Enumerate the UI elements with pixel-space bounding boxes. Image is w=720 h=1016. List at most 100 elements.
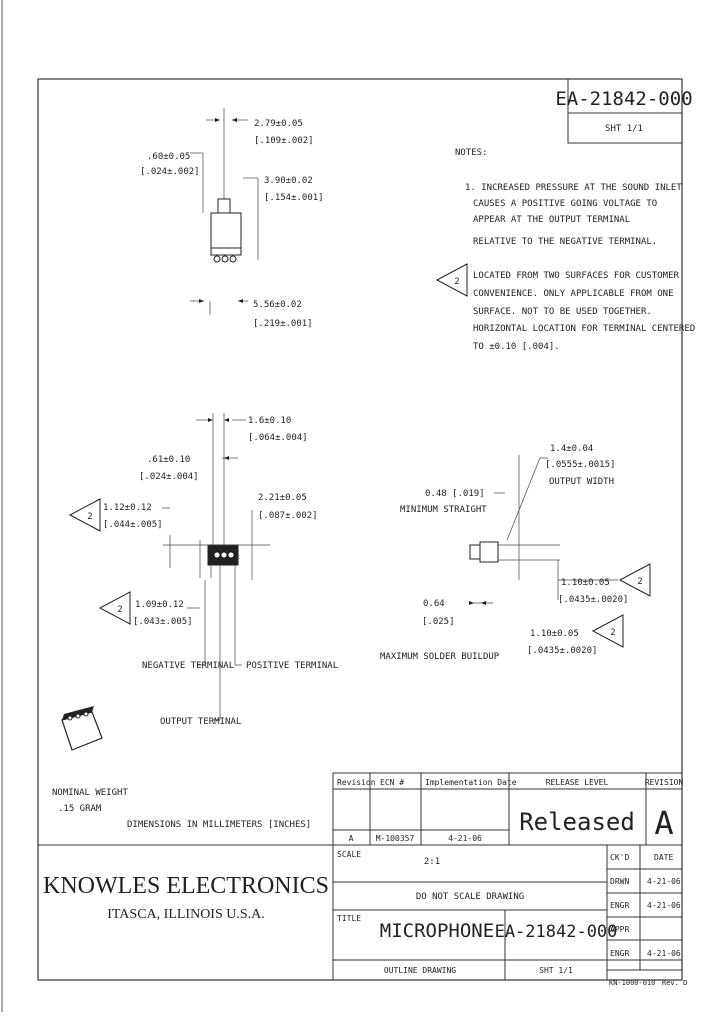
- rev-col-release: RELEASE LEVEL: [546, 778, 609, 787]
- negative-terminal-label: NEGATIVE TERMINAL: [142, 661, 234, 671]
- end-flag-1-number: 2: [637, 577, 642, 587]
- weight-line1: NOMINAL WEIGHT: [52, 788, 128, 798]
- signoff-role-4: APPR: [610, 925, 629, 934]
- signoff-role-1: CK'D: [610, 853, 629, 862]
- end-dim-a-in: [.0555±.0015]: [545, 460, 615, 470]
- note2-flag-triangle: [435, 263, 468, 297]
- end-dim-a: 1.4±0.04: [550, 444, 593, 454]
- title-label: TITLE: [337, 914, 361, 923]
- drawing-subtitle: OUTLINE DRAWING: [384, 966, 456, 975]
- drawing-number-box: EA-21842-000 SHT 1/1: [555, 78, 693, 144]
- top-view-body: [210, 212, 242, 249]
- end-dim-c: 0.64: [423, 599, 445, 609]
- end-flag-2-number: 2: [610, 628, 615, 638]
- end-view: 2 2 1.4±0.04 [.0555±.0015] OUTPUT WIDTH …: [380, 444, 651, 662]
- units-note: DIMENSIONS IN MILLIMETERS [INCHES]: [127, 820, 311, 830]
- drawing-title: MICROPHONE: [380, 920, 494, 942]
- sheet-number: SHT 1/1: [605, 124, 643, 134]
- sheet-border: [37, 78, 683, 981]
- end-dim-c-in: [.025]: [422, 617, 455, 627]
- end-dim-c-note: MAXIMUM SOLDER BUILDUP: [380, 652, 500, 662]
- rev-col-date: Implementation Date: [425, 778, 517, 787]
- side-dim-c-in: [.044±.005]: [103, 520, 163, 530]
- note1-line4: RELATIVE TO THE NEGATIVE TERMINAL.: [473, 237, 657, 247]
- title-drawing-number: EA-21842-000: [495, 922, 618, 942]
- side-flag-1-number: 2: [87, 512, 92, 522]
- rev-col-ecn: ECN #: [380, 778, 404, 787]
- title-block: KNOWLES ELECTRONICS ITASCA, ILLINOIS U.S…: [38, 844, 687, 987]
- title-sheet-number: SHT 1/1: [539, 966, 573, 975]
- company-location: ITASCA, ILLINOIS U.S.A.: [107, 907, 265, 922]
- top-dim-d-in: [.219±.001]: [253, 319, 313, 329]
- isometric-sketch: [61, 706, 103, 751]
- scale-value: 2:1: [424, 857, 440, 867]
- note1-line3: APPEAR AT THE OUTPUT TERMINAL: [473, 215, 630, 225]
- end-dim-e-in: [.0435±.0020]: [527, 646, 597, 656]
- side-dim-b: .61±0.10: [147, 455, 190, 465]
- side-flag-2-number: 2: [117, 605, 122, 615]
- note2-flag-number: 2: [454, 277, 459, 287]
- top-dim-c-in: [.154±.001]: [264, 193, 324, 203]
- side-dim-d-in: [.087±.002]: [258, 511, 318, 521]
- signoff-date-5: 4-21-06: [647, 949, 681, 958]
- notes-heading: NOTES:: [455, 148, 488, 158]
- signoff-date-label-1: DATE: [654, 853, 673, 862]
- signoff-role-5: ENGR: [610, 949, 629, 958]
- rev-col-revision: Revision: [337, 778, 376, 787]
- note1-line2: CAUSES A POSITIVE GOING VOLTAGE TO: [473, 199, 657, 209]
- weight-line2: .15 GRAM: [58, 804, 102, 814]
- top-dim-b-in: [.024±.002]: [140, 167, 200, 177]
- side-dim-d: 2.21±0.05: [258, 493, 307, 503]
- top-dim-a-in: [.109±.002]: [254, 136, 314, 146]
- side-dim-b-in: [.024±.004]: [139, 472, 199, 482]
- form-number: KN-1000-010: [609, 979, 655, 987]
- scale-label: SCALE: [337, 850, 361, 859]
- do-not-scale: DO NOT SCALE DRAWING: [416, 892, 524, 902]
- end-flag-1: [618, 563, 651, 597]
- signoff-role-2: DRWN: [610, 877, 629, 886]
- revision-letter: A: [654, 804, 673, 842]
- form-revision: Rev. D: [662, 979, 687, 987]
- end-dim-e: 1.10±0.05: [530, 629, 579, 639]
- end-flag-2: [591, 614, 624, 648]
- output-terminal-label: OUTPUT TERMINAL: [160, 717, 241, 727]
- side-flag-2: [98, 591, 131, 625]
- rev-row-ecn: M-100357: [376, 834, 415, 843]
- top-dim-c: 3.90±0.02: [264, 176, 313, 186]
- notes-block: NOTES: 1. INCREASED PRESSURE AT THE SOUN…: [435, 148, 695, 352]
- rev-col-rev: REVISION: [645, 778, 684, 787]
- top-dim-a: 2.79±0.05: [254, 119, 303, 129]
- positive-terminal-label: POSITIVE TERMINAL: [246, 661, 338, 671]
- top-dim-d: 5.56±0.02: [253, 300, 302, 310]
- note2-line1: LOCATED FROM TWO SURFACES FOR CUSTOMER: [473, 271, 679, 281]
- top-dim-b: .60±0.05: [147, 152, 190, 162]
- side-view: 2 2 1.6±0.10 [.064±.004] .61±0.10 [.024±…: [68, 413, 338, 727]
- release-status: Released: [519, 808, 635, 836]
- note1-line1: 1. INCREASED PRESSURE AT THE SOUND INLET: [465, 183, 682, 193]
- side-dim-c: 1.12±0.12: [103, 503, 152, 513]
- signoff-role-3: ENGR: [610, 901, 629, 910]
- drawing-number: EA-21842-000: [555, 88, 692, 110]
- end-dim-a-note: OUTPUT WIDTH: [549, 477, 614, 487]
- rev-row-date: 4-21-06: [448, 834, 482, 843]
- signoff-date-2: 4-21-06: [647, 877, 681, 886]
- side-dim-e-in: [.043±.005]: [133, 617, 193, 627]
- company-name: KNOWLES ELECTRONICS: [43, 873, 329, 899]
- end-dim-b-note: MINIMUM STRAIGHT: [400, 505, 487, 515]
- side-dim-e: 1.09±0.12: [135, 600, 184, 610]
- end-dim-d-in: [.0435±.0020]: [558, 595, 628, 605]
- side-dim-a-in: [.064±.004]: [248, 433, 308, 443]
- side-flag-1: [68, 498, 101, 532]
- top-view: 2.79±0.05 [.109±.002] .60±0.05 [.024±.00…: [140, 108, 324, 329]
- note2-line3: SURFACE. NOT TO BE USED TOGETHER.: [473, 307, 652, 317]
- end-dim-b: 0.48 [.019]: [425, 489, 485, 499]
- signoff-date-3: 4-21-06: [647, 901, 681, 910]
- revision-block: Revision ECN # Implementation Date RELEA…: [332, 772, 684, 846]
- end-dim-d: 1.10±0.05: [561, 578, 610, 588]
- end-view-body: [479, 541, 499, 563]
- side-dim-a: 1.6±0.10: [248, 416, 291, 426]
- note2-line5: TO ±0.10 [.004].: [473, 342, 560, 352]
- top-view-nozzle: [217, 198, 231, 214]
- note2-line2: CONVENIENCE. ONLY APPLICABLE FROM ONE: [473, 289, 673, 299]
